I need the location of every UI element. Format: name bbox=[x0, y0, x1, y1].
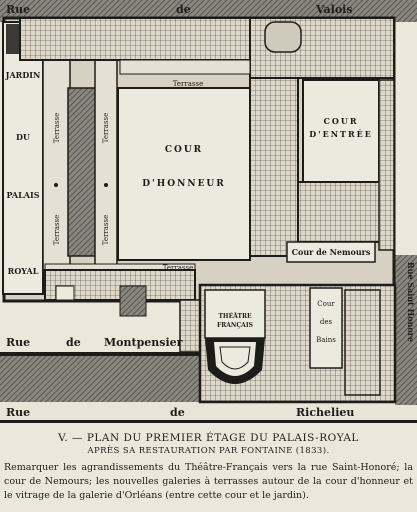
theatre-label-2: FRANÇAIS bbox=[217, 322, 253, 329]
terrasse-label-top: Terrasse bbox=[173, 80, 203, 88]
terrasse-top bbox=[119, 59, 251, 75]
rue-richelieu-band bbox=[0, 402, 417, 422]
galerie-orleans bbox=[67, 87, 97, 257]
terrasse-label-right-2: Terrasse bbox=[102, 215, 110, 245]
terrasse-label-left-1: Terrasse bbox=[53, 113, 61, 143]
caption-subtitle: APRÈS SA RESTAURATION PAR FONTAINE (1833… bbox=[87, 446, 330, 456]
south-east-rooms bbox=[297, 181, 381, 243]
street-label-de-top: de bbox=[176, 3, 191, 16]
cour-bains-label-3: Bains bbox=[316, 336, 336, 344]
street-label-saint-honore: Rue Saint Honore bbox=[406, 262, 416, 342]
jardin-label-3: PALAIS bbox=[7, 190, 40, 200]
street-label-de-bottom: de bbox=[170, 406, 185, 419]
floor-plan: Rue de Valois Rue de Montpensier Rue de … bbox=[0, 0, 417, 423]
street-label-montpensier: Montpensier bbox=[104, 336, 183, 349]
caption-title: V. — PLAN DU PREMIER ÉTAGE DU PALAIS-ROY… bbox=[58, 432, 359, 444]
caption-note: Remarquer les agrandissements du Théâtre… bbox=[4, 462, 413, 502]
jardin-label-1: JARDIN bbox=[5, 70, 41, 80]
street-label-de-montpensier: de bbox=[66, 336, 81, 349]
rue-saint-honore-band bbox=[395, 255, 417, 405]
cour-nemours bbox=[286, 241, 376, 263]
street-label-rue-montpensier: Rue bbox=[6, 336, 30, 349]
cour-bains bbox=[309, 287, 343, 369]
street-label-rue-bottom: Rue bbox=[6, 406, 30, 419]
cour-entree-label-2: D'ENTRÉE bbox=[309, 129, 373, 139]
east-wing bbox=[249, 77, 299, 257]
terrasse-label-bottom: Terrasse bbox=[163, 264, 193, 272]
cour-honneur bbox=[117, 87, 251, 261]
cour-honneur-label-1: COUR bbox=[165, 145, 203, 155]
jardin-label-2: DU bbox=[16, 132, 30, 142]
rue-montpensier-band bbox=[0, 352, 200, 402]
cour-bains-label-1: Cour bbox=[317, 300, 335, 308]
jardin bbox=[2, 21, 44, 295]
cour-bains-label-2: des bbox=[320, 318, 333, 326]
cour-entree bbox=[302, 79, 380, 183]
street-label-rue-top: Rue bbox=[6, 3, 30, 16]
jardin-label-4: ROYAL bbox=[8, 266, 39, 276]
terrasse-left bbox=[42, 59, 71, 271]
cour-honneur-label-2: D'HONNEUR bbox=[142, 179, 226, 189]
theatre-stage bbox=[204, 289, 266, 339]
street-label-richelieu: Richelieu bbox=[296, 406, 354, 419]
terrasse-label-left-2: Terrasse bbox=[53, 215, 61, 245]
street-label-valois: Valois bbox=[315, 3, 353, 16]
terrasse-label-right-1: Terrasse bbox=[102, 113, 110, 143]
north-wing bbox=[19, 17, 251, 61]
cour-entree-label-1: COUR bbox=[324, 116, 359, 126]
cour-nemours-label: Cour de Nemours bbox=[292, 247, 371, 257]
theatre-label-1: THÉÂTRE bbox=[218, 312, 251, 320]
